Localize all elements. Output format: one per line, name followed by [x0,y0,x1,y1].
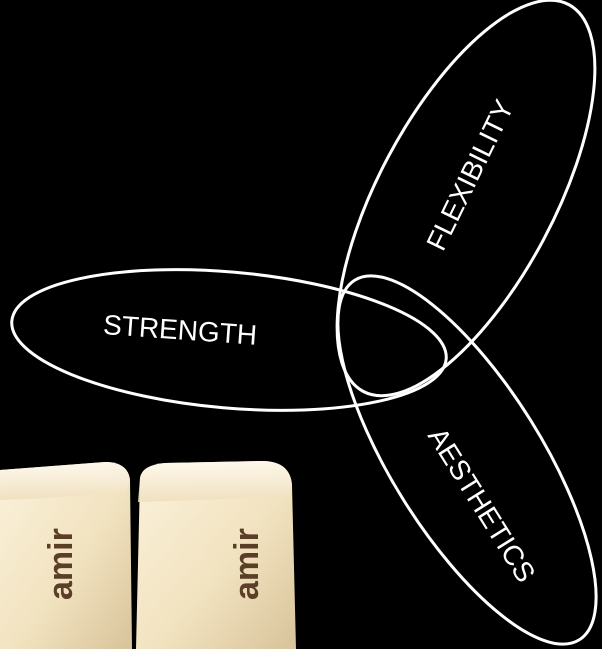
product-photo: amir amir [0,461,296,649]
material-block-left: amir [0,462,132,649]
block-brand-text-right: amir [228,528,266,600]
material-block-right: amir [136,461,296,649]
flexibility-label: FLEXIBILITY [420,95,520,256]
block-brand-text-left: amir [42,528,80,600]
strength-label: STRENGTH [102,309,258,351]
aesthetics-label: AESTHETICS [422,422,541,588]
